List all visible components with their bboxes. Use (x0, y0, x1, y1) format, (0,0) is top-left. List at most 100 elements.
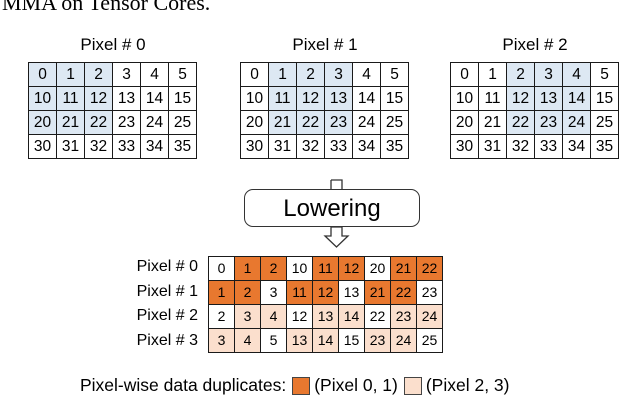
lowered-row-label: Pixel # 0 (136, 258, 198, 275)
lowered-cell: 24 (416, 304, 443, 329)
lowered-cell: 2 (234, 280, 261, 305)
grid-cell: 32 (84, 134, 113, 159)
grid-cell: 3 (324, 62, 353, 87)
grid-cell: 4 (140, 62, 169, 87)
lowered-row-label: Pixel # 1 (136, 282, 198, 300)
legend-swatch-dark (292, 376, 311, 395)
grid-cell: 2 (296, 62, 325, 87)
grid-cell: 14 (352, 86, 381, 111)
grid-cell: 3 (534, 62, 563, 87)
grid-cell: 14 (562, 86, 591, 111)
lowered-cell: 14 (312, 328, 339, 353)
lowered-cell: 3 (234, 304, 261, 329)
grid-cell: 21 (56, 110, 85, 135)
grid-cell: 23 (112, 110, 141, 135)
lowered-cell: 13 (286, 328, 313, 353)
grid-cell: 35 (380, 134, 409, 159)
grid-cell: 10 (28, 86, 57, 111)
upper-arrow-icon (331, 179, 343, 189)
lowered-row-label: Pixel # 3 (136, 331, 198, 349)
grid-cell: 10 (450, 86, 479, 111)
lowered-cell: 13 (312, 304, 339, 329)
lowered-cell: 24 (390, 328, 417, 353)
lowered-cell: 20 (364, 256, 391, 281)
grid-cell: 31 (478, 134, 507, 159)
grid-cell: 30 (28, 134, 57, 159)
grid-cell: 11 (56, 86, 85, 111)
grid-cell: 2 (84, 62, 113, 87)
lowered-cell: 5 (260, 328, 287, 353)
grid-cell: 3 (112, 62, 141, 87)
lowered-cell: 4 (234, 328, 261, 353)
lowered-cell: 25 (416, 328, 443, 353)
grid-cell: 1 (268, 62, 297, 87)
legend: Pixel-wise data duplicates: (Pixel 0, 1)… (80, 375, 510, 396)
lowered-cell: 22 (364, 304, 391, 329)
lowered-cell: 12 (312, 280, 339, 305)
lowered-cell: 1 (234, 256, 261, 281)
grid-title-2: Pixel # 2 (502, 35, 568, 54)
lowered-cell: 3 (260, 280, 287, 305)
legend-dark-label: (Pixel 0, 1) (314, 375, 398, 395)
lowered-cell: 23 (364, 328, 391, 353)
lowered-row-label: Pixel # 2 (136, 307, 198, 324)
lowered-cell: 1 (208, 280, 235, 305)
grid-cell: 20 (28, 110, 57, 135)
grid-cell: 30 (450, 134, 479, 159)
lowered-cell: 13 (338, 280, 365, 305)
lowered-cell: 15 (338, 328, 365, 353)
grid-cell: 14 (140, 86, 169, 111)
grid-cell: 12 (84, 86, 113, 111)
legend-swatch-light (403, 376, 422, 395)
grid-title-0: Pixel # 0 (80, 35, 146, 54)
lowered-cell: 11 (286, 280, 313, 305)
lowered-cell: 0 (208, 256, 235, 281)
lowered-cell: 14 (338, 304, 365, 329)
lowered-cell: 23 (416, 280, 443, 305)
grid-cell: 20 (450, 110, 479, 135)
lowered-cell: 22 (416, 256, 443, 281)
lowered-cell: 12 (338, 256, 365, 281)
lowering-box: Lowering (244, 189, 420, 227)
grid-cell: 25 (590, 110, 619, 135)
lowered-cell: 21 (364, 280, 391, 305)
lower-arrow-icon (323, 226, 350, 248)
lowered-cell: 2 (260, 256, 287, 281)
grid-cell: 33 (112, 134, 141, 159)
grid-cell: 5 (590, 62, 619, 87)
legend-prefix: Pixel-wise data duplicates: (80, 375, 287, 395)
grid-cell: 12 (296, 86, 325, 111)
grid-cell: 35 (590, 134, 619, 159)
legend-light-label: (Pixel 2, 3) (425, 375, 510, 395)
lowered-cell: 10 (286, 256, 313, 281)
grid-cell: 34 (562, 134, 591, 159)
grid-cell: 25 (168, 110, 197, 135)
lowered-cell: 2 (208, 304, 235, 329)
lowered-cell: 11 (312, 256, 339, 281)
grid-title-1: Pixel # 1 (292, 35, 358, 54)
grid-cell: 31 (56, 134, 85, 159)
grid-cell: 33 (534, 134, 563, 159)
lowered-cell: 23 (390, 304, 417, 329)
grid-cell: 4 (352, 62, 381, 87)
lowered-cell: 4 (260, 304, 287, 329)
lowered-cell: 21 (390, 256, 417, 281)
grid-cell: 31 (268, 134, 297, 159)
lowered-cell: 22 (390, 280, 417, 305)
